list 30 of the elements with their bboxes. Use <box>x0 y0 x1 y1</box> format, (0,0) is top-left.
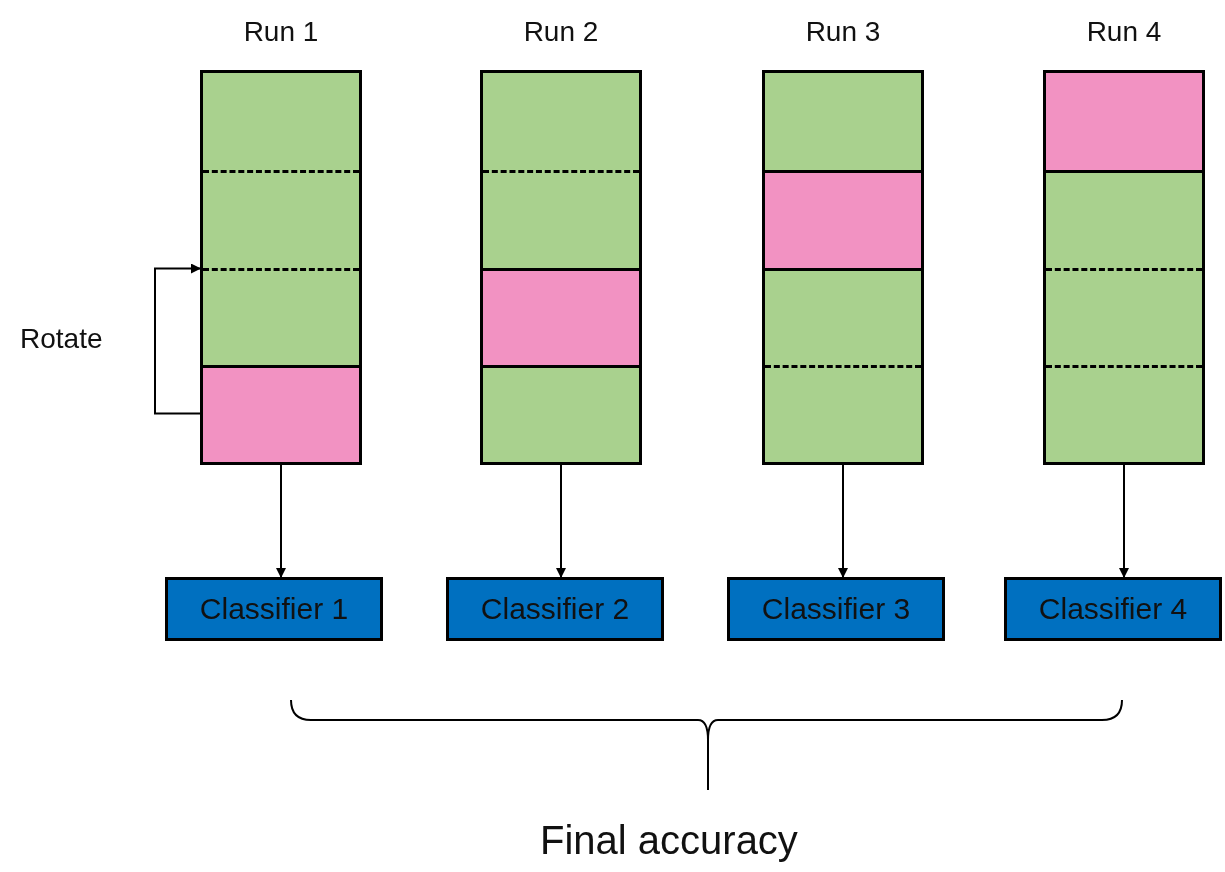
run-title: Run 3 <box>804 15 882 49</box>
train-fold-segment <box>483 364 639 462</box>
test-fold-segment <box>1046 73 1202 171</box>
train-fold-segment <box>1046 267 1202 365</box>
classifier-box: Classifier 4 <box>1004 577 1222 641</box>
train-fold-segment <box>1046 170 1202 268</box>
arrow <box>154 263 201 415</box>
train-fold-segment <box>203 73 359 171</box>
train-fold-segment <box>203 170 359 268</box>
test-fold-segment <box>765 170 921 268</box>
run-title: Run 4 <box>1085 15 1163 49</box>
arrow <box>556 464 566 578</box>
train-fold-segment <box>765 73 921 171</box>
train-fold-segment <box>483 73 639 171</box>
run-title: Run 1 <box>242 15 320 49</box>
run-title: Run 2 <box>522 15 600 49</box>
test-fold-segment <box>483 267 639 365</box>
train-fold-segment <box>203 267 359 365</box>
test-fold-segment <box>203 364 359 462</box>
arrow <box>838 464 848 578</box>
train-fold-segment <box>765 364 921 462</box>
train-fold-segment <box>483 170 639 268</box>
classifier-box: Classifier 2 <box>446 577 664 641</box>
train-fold-segment <box>765 267 921 365</box>
train-fold-segment <box>1046 364 1202 462</box>
classifier-box: Classifier 1 <box>165 577 383 641</box>
arrow <box>276 464 286 578</box>
arrow <box>1119 464 1129 578</box>
result-label: Final accuracy <box>540 818 798 863</box>
classifier-box: Classifier 3 <box>727 577 945 641</box>
